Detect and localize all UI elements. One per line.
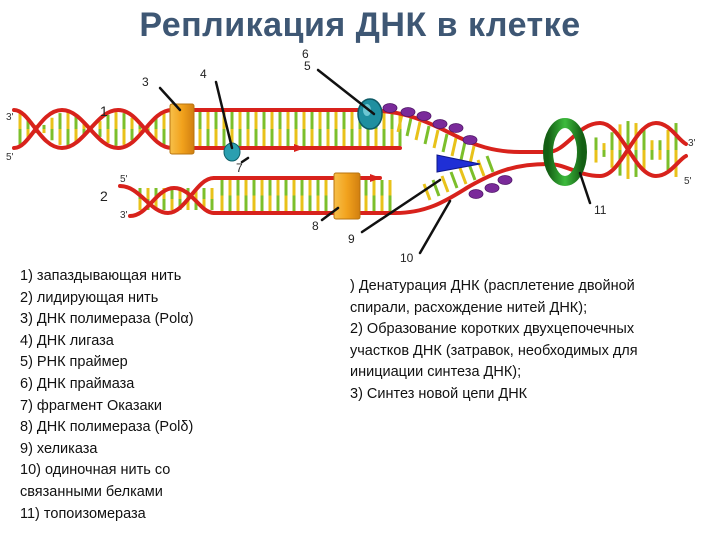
label-5: 5: [304, 59, 311, 73]
label-8: 8: [312, 219, 319, 233]
bottom-helix-strand-a: [118, 176, 216, 216]
label-11: 11: [594, 203, 607, 217]
pointer-8: [320, 206, 340, 222]
dna-replication-diagram: 1 2 3 4 5 6 7 8 9 10 11 3' 5' 5' 3' 3' 5…: [6, 48, 696, 263]
ssb-protein: [484, 183, 500, 193]
legend-item: 1) запаздывающая нить: [20, 268, 182, 284]
page-title: Репликация ДНК в клетке: [139, 6, 581, 44]
single-strand-base: [440, 175, 450, 193]
end-label-top-left-5: 5': [6, 152, 14, 163]
single-strand-base: [467, 163, 477, 181]
single-strand-base: [423, 125, 431, 145]
legend-item: 7) фрагмент Оказаки: [20, 397, 162, 414]
pointer-10: [418, 199, 452, 255]
legend-item: 11) топоизомераза: [20, 505, 146, 522]
ssb-protein: [416, 111, 432, 121]
top-left-helix: [12, 107, 174, 151]
label-10: 10: [400, 251, 414, 263]
strand-arrow-bottom: [370, 174, 381, 182]
single-strand-base: [414, 121, 422, 141]
single-strand-base: [450, 137, 458, 157]
right-helix-strand-a: [546, 120, 688, 179]
pointer-9: [360, 178, 442, 234]
label-3: 3: [142, 75, 149, 89]
pointer-7: [240, 156, 250, 164]
process-step: 3) Синтез новой цепи ДНК: [350, 385, 528, 402]
end-label-mid-left-5: 5': [120, 174, 128, 185]
topoisomerase-ring: [543, 118, 587, 186]
legend-right: ) Денатурация ДНК (расплетение двойной с…: [350, 276, 690, 406]
label-4: 4: [200, 67, 207, 81]
helicase-wedge: [436, 154, 481, 173]
bottom-helix-strand-b: [128, 185, 216, 218]
legend-item: 6) ДНК праймаза: [20, 375, 135, 392]
ssb-protein: [497, 175, 513, 185]
single-strand-base: [396, 113, 404, 133]
label-1: 1: [100, 103, 108, 119]
ssb-protein: [432, 119, 448, 129]
single-strand-base: [441, 133, 449, 153]
legend-item: 2) лидирующая нить: [20, 289, 159, 306]
single-strand-base: [405, 117, 413, 137]
legend-item: 5) РНК праймер: [20, 354, 128, 371]
ssb-protein: [448, 123, 464, 133]
top-fork-strand: [448, 131, 550, 154]
label-9: 9: [348, 232, 355, 246]
top-left-helix-strand-b: [12, 107, 174, 151]
base-pair-rungs: [18, 112, 678, 211]
legend-item: 3) ДНК полимераза (Polα): [20, 311, 194, 328]
end-label-right-3: 3': [688, 138, 696, 149]
legend-left: 1) запаздывающая нить 2) лидирующая нить…: [20, 266, 340, 525]
right-helix: [546, 120, 688, 179]
pointer-4: [214, 80, 234, 150]
single-strand-base: [449, 171, 459, 189]
ssb-protein: [382, 103, 398, 113]
pointer-11: [578, 171, 592, 205]
legend-item: 9) хеликаза: [20, 440, 98, 457]
ssb-protein: [400, 107, 416, 117]
legend-item: 10) одиночная нить со связанными белками: [20, 462, 171, 500]
process-step: ) Денатурация ДНК (расплетение двойной с…: [350, 278, 639, 316]
single-strand-base: [422, 183, 432, 201]
single-strand-base: [458, 167, 468, 185]
legend-item: 8) ДНК полимераза (Polδ): [20, 419, 194, 436]
legend-item: 4) ДНК лигаза: [20, 332, 114, 349]
pointer-3: [158, 86, 182, 112]
label-7: 7: [236, 161, 243, 175]
label-6: 6: [302, 48, 309, 61]
single-strand-base: [459, 141, 467, 161]
single-strand-base: [485, 155, 495, 173]
single-strand-base: [468, 145, 476, 165]
end-label-top-left-3: 3': [6, 112, 14, 123]
end-label-mid-left-3: 3': [120, 210, 128, 221]
polymerase-alpha-block: [169, 103, 195, 155]
process-step: 2) Образование коротких двухцепочечных у…: [350, 321, 642, 381]
single-strand-base: [432, 129, 440, 149]
bottom-duplex-lower-strand: [212, 162, 550, 215]
label-2: 2: [100, 188, 108, 204]
end-label-right-5: 5': [684, 176, 692, 187]
ssb-proteins: [382, 103, 513, 199]
ssb-protein: [462, 135, 478, 145]
strand-arrow-top: [294, 144, 305, 152]
pointer-5: [316, 68, 376, 116]
ssb-protein: [468, 189, 484, 199]
polymerase-delta-block: [333, 172, 361, 220]
label-pointers: [158, 68, 592, 255]
single-strand-base: [476, 159, 486, 177]
